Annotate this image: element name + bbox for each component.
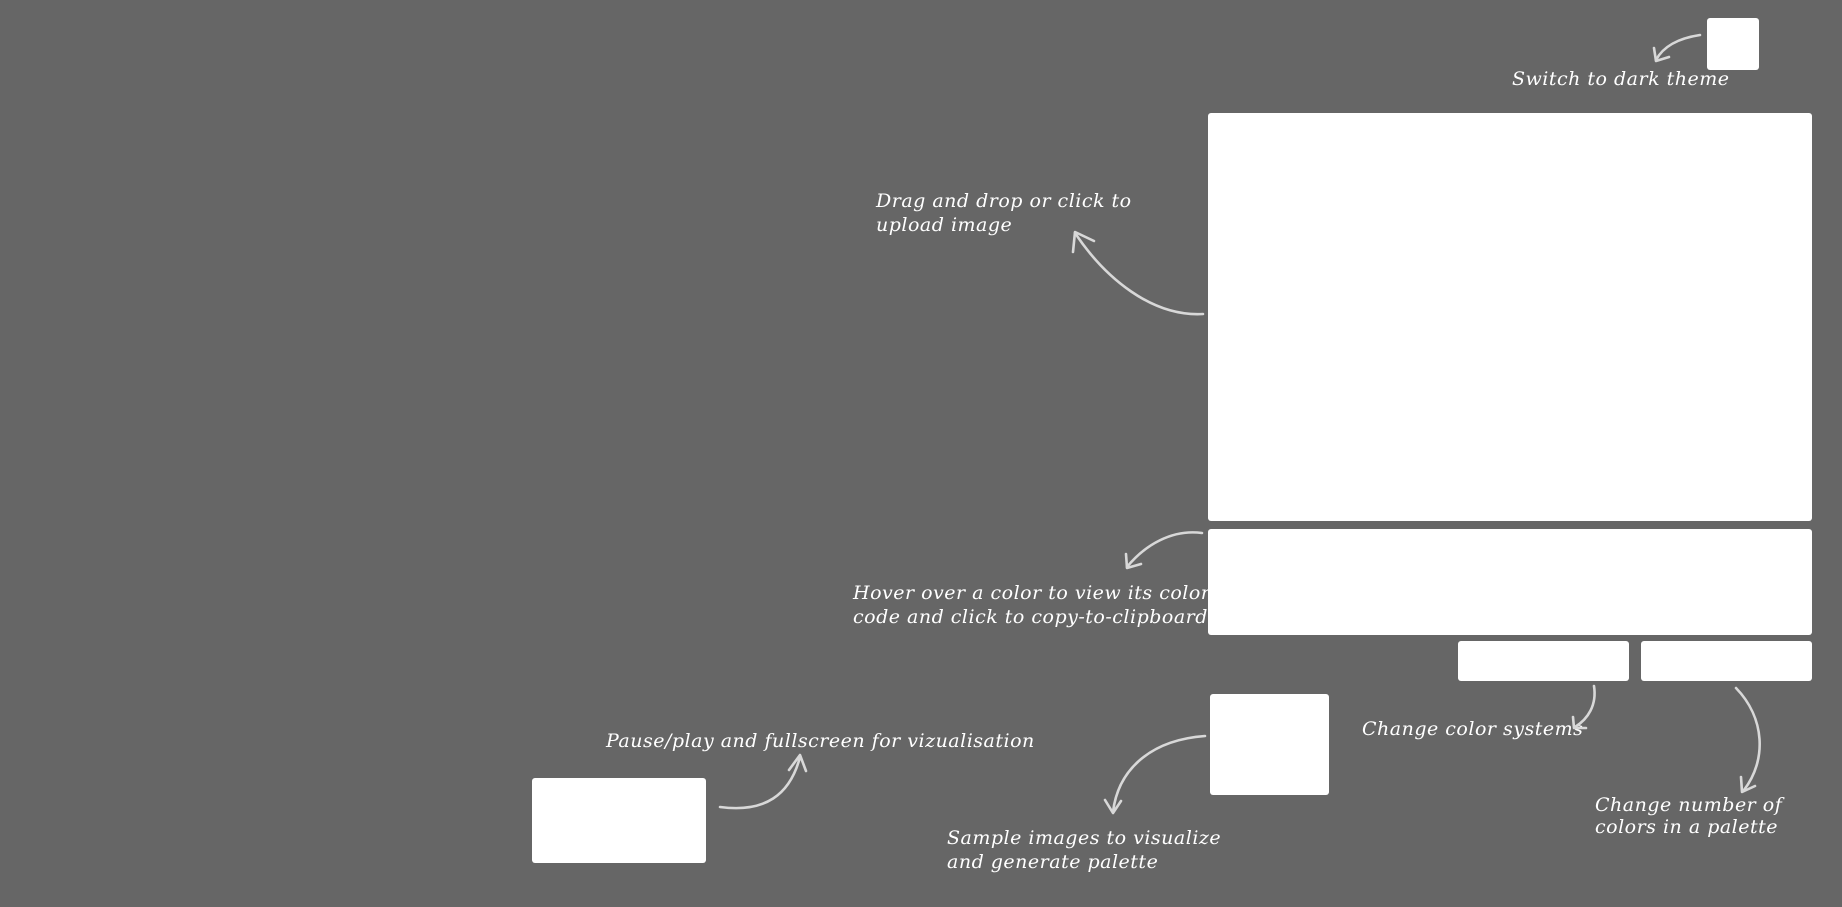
samples-annotation-line2: and generate palette	[947, 851, 1159, 873]
color-systems-annotation-text: Change color systems	[1362, 718, 1584, 740]
controls-annotation-text: Pause/play and fullscreen for vizualisat…	[606, 730, 1035, 752]
palette-arrow-icon	[1125, 531, 1204, 569]
color-count-annotation-line2: colors in a palette	[1595, 816, 1779, 838]
color-systems-annotation: Change color systems	[1362, 717, 1583, 741]
palette-annotation-line1: Hover over a color to view its color	[853, 582, 1211, 604]
samples-annotation: Sample images to visualize and generate …	[947, 826, 1221, 874]
samples-annotation-line1: Sample images to visualize	[947, 827, 1222, 849]
controls-arrow-icon	[718, 755, 802, 810]
controls-annotation: Pause/play and fullscreen for vizualisat…	[606, 729, 1035, 753]
color-palette-strip[interactable]	[1208, 529, 1812, 635]
playback-controls[interactable]	[532, 778, 706, 863]
palette-annotation-line2: code and click to copy-to-clipboard	[853, 606, 1208, 628]
color-count-arrowhead-icon	[1739, 775, 1757, 794]
color-system-select[interactable]	[1458, 641, 1629, 681]
upload-annotation-line1: Drag and drop or click to	[876, 190, 1132, 212]
color-count-arrow-icon	[1734, 686, 1761, 792]
theme-toggle-button[interactable]	[1707, 18, 1759, 70]
upload-arrow-icon	[1073, 231, 1205, 316]
theme-arrow-icon	[1654, 33, 1702, 62]
theme-annotation-text: Switch to dark theme	[1512, 68, 1730, 90]
palette-annotation: Hover over a color to view its color cod…	[853, 581, 1210, 629]
upload-annotation: Drag and drop or click to upload image	[876, 189, 1132, 237]
color-count-annotation: Change number of colors in a palette	[1595, 794, 1782, 838]
image-upload-dropzone[interactable]	[1208, 113, 1812, 521]
sample-images-button[interactable]	[1210, 694, 1329, 795]
samples-arrow-icon	[1111, 734, 1207, 814]
theme-arrowhead-icon	[1652, 46, 1671, 63]
color-count-select[interactable]	[1641, 641, 1812, 681]
color-count-annotation-line1: Change number of	[1595, 794, 1783, 816]
theme-annotation: Switch to dark theme	[1512, 67, 1730, 91]
controls-arrowhead-icon	[787, 753, 808, 773]
upload-annotation-line2: upload image	[876, 214, 1013, 236]
palette-arrowhead-icon	[1124, 552, 1143, 570]
samples-arrowhead-icon	[1103, 798, 1123, 815]
